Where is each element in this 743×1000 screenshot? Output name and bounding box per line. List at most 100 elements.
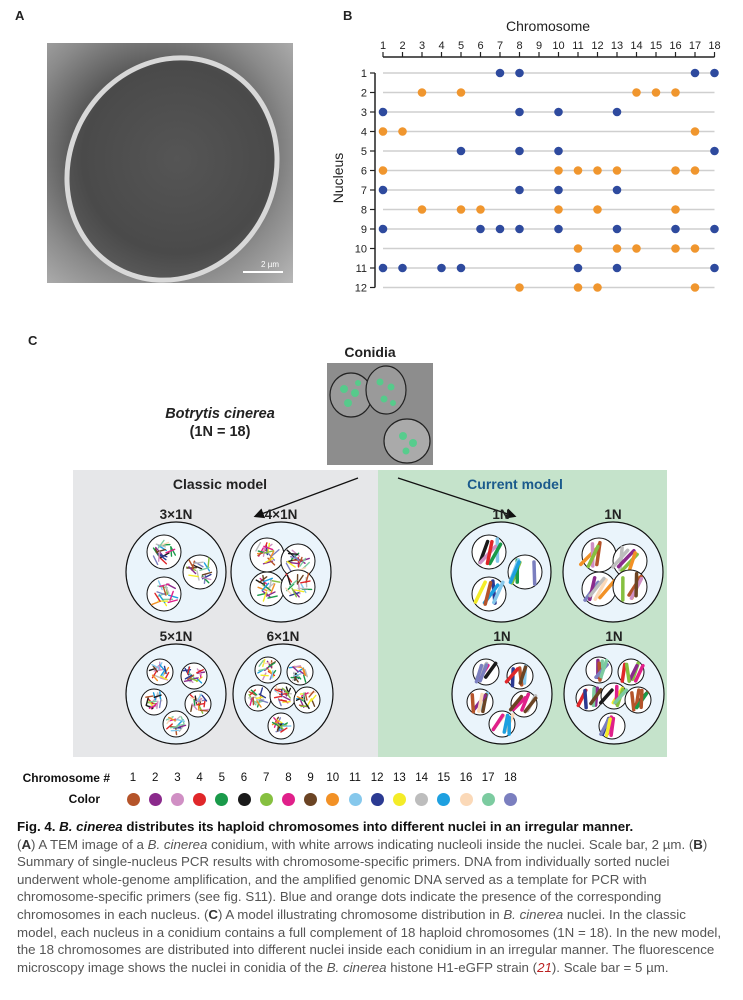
chromosome-mark: [308, 690, 315, 698]
legend-color-swatch: [193, 793, 207, 806]
chromosome-mark: [166, 723, 173, 730]
chromosome-mark: [278, 699, 287, 702]
chromosome-mark: [273, 695, 283, 699]
chromosome-mark: [609, 716, 616, 737]
classic-nucleus-label: 6×1N: [266, 629, 300, 644]
nucleus: [507, 554, 543, 590]
x-tick-label: 1: [380, 40, 386, 52]
chromosome-mark: [520, 692, 531, 712]
chromosome-mark: [483, 661, 498, 679]
chromosome-mark: [155, 548, 166, 553]
chromosome-mark: [145, 697, 149, 706]
presence-dot: [378, 107, 388, 117]
chromosome-mark: [282, 696, 291, 701]
nucleus: [182, 554, 218, 590]
x-tick-label: 15: [650, 40, 662, 52]
presence-dot: [515, 107, 524, 117]
presence-dot: [612, 263, 622, 273]
chromosome-mark: [267, 662, 276, 668]
conidia-label: Conidia: [344, 344, 396, 360]
x-tick-label: 11: [572, 40, 583, 52]
chromosome-mark: [176, 723, 185, 727]
legend-chromosome-number: 15: [437, 772, 451, 784]
chromosome-mark: [504, 667, 520, 684]
chromosome-mark: [195, 677, 203, 684]
nucleus: [508, 690, 538, 718]
chromosome-mark: [151, 663, 160, 669]
chromosome-mark: [194, 697, 203, 703]
legend-chromosome-number: 11: [349, 772, 361, 784]
presence-dot: [612, 244, 622, 253]
chromosome-mark: [163, 666, 170, 675]
chromosome-mark: [268, 550, 275, 561]
chromosome-mark: [200, 576, 212, 581]
chromosome-mark: [157, 580, 163, 591]
presence-dot: [417, 205, 427, 214]
presence-dot: [476, 205, 485, 214]
chromosome-mark: [196, 671, 206, 674]
legend-chromosome-number: 13: [392, 772, 406, 784]
chromosome-mark: [207, 557, 210, 569]
chromosome-mark: [583, 688, 588, 710]
chromosome-mark: [304, 701, 310, 710]
chromosome-mark: [261, 582, 270, 591]
legend-chromosome-number: 9: [307, 772, 314, 784]
chromosome-mark: [258, 659, 265, 667]
legend-color-swatch: [148, 793, 162, 806]
chromosome-mark: [588, 576, 606, 598]
nucleus: [617, 658, 645, 686]
caption-text: ). Scale bar = 5 µm.: [551, 959, 669, 975]
chromosome-mark: [262, 591, 268, 602]
presence-dot: [573, 263, 583, 273]
presence-dot: [437, 263, 446, 273]
y-tick-label: 3: [361, 107, 367, 119]
chromosome-mark: [153, 694, 162, 699]
chart-title: Chromosome: [506, 18, 590, 34]
chromosome-mark: [193, 561, 204, 565]
presence-dot: [632, 244, 641, 253]
x-tick-label: 4: [438, 40, 444, 52]
figure-caption: Fig. 4. B. cinerea distributes its haplo…: [17, 818, 729, 976]
chromosome-mark: [483, 580, 493, 606]
caption-text: (: [17, 836, 22, 852]
nucleus: [611, 543, 648, 579]
nucleus: [293, 686, 321, 714]
presence-dot: [710, 146, 719, 156]
nucleus: [472, 658, 500, 686]
x-tick-label: 5: [458, 40, 464, 52]
chromosome-mark: [152, 692, 157, 701]
nucleus: [280, 569, 316, 605]
chromosome-mark: [599, 688, 614, 705]
chromosome-mark: [197, 693, 202, 702]
chromosome-mark: [474, 663, 484, 684]
chromosome-mark: [620, 662, 627, 683]
chromosome-mark: [165, 548, 176, 554]
chromosome-mark: [264, 557, 275, 564]
classic-conidium: [230, 521, 332, 623]
chromosome-mark: [289, 579, 298, 588]
legend-color-swatch: [415, 793, 429, 806]
caption-text: ) A TEM image of a: [31, 836, 148, 852]
caption-text: B. cinerea: [326, 959, 387, 975]
chromosome-mark: [193, 697, 196, 707]
presence-dot: [398, 127, 407, 136]
chromosome-mark: [267, 595, 278, 599]
chromosome-mark: [263, 662, 272, 665]
nucleus: [624, 686, 652, 714]
x-tick-label: 3: [419, 40, 425, 52]
chromosome-mark: [260, 674, 269, 677]
chromosome-mark: [304, 669, 309, 678]
chromosome-mark: [271, 720, 280, 726]
chromosome-mark: [159, 675, 168, 681]
reference-link[interactable]: 21: [537, 959, 552, 975]
chromosome-mark: [302, 692, 305, 701]
chromosome-mark: [511, 695, 528, 712]
current-conidium: [563, 643, 665, 745]
presence-dot: [593, 166, 602, 175]
nucleus: [146, 534, 182, 570]
caption-text: B. cinerea: [147, 836, 208, 852]
chromosome-mark: [256, 700, 262, 708]
presence-dot: [593, 205, 602, 214]
chromosome-mark: [262, 546, 266, 557]
x-tick-label: 10: [552, 40, 564, 52]
